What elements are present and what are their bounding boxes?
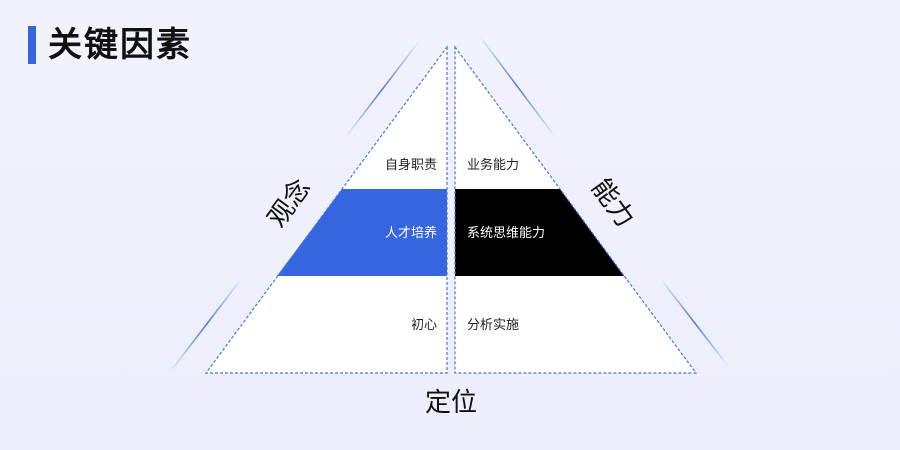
left-band-blue bbox=[277, 189, 447, 276]
decor-line-upper-right bbox=[477, 33, 557, 139]
left-side-label: 观念 bbox=[262, 173, 317, 233]
page-title: 关键因素 bbox=[48, 25, 192, 65]
decor-line-lower-left bbox=[169, 277, 243, 373]
right-side-label: 能力 bbox=[585, 173, 640, 233]
left-cell-middle-label: 人才培养 bbox=[385, 225, 437, 241]
right-cell-top-label: 业务能力 bbox=[467, 157, 519, 173]
right-cell-middle-label: 系统思维能力 bbox=[467, 226, 545, 241]
title-accent-bar bbox=[28, 26, 36, 64]
right-cell-bottom-label: 分析实施 bbox=[467, 318, 519, 333]
right-half-outline bbox=[454, 45, 698, 374]
left-cell-bottom-label: 初心 bbox=[411, 318, 437, 333]
left-half-outline bbox=[204, 45, 448, 374]
bottom-side-label: 定位 bbox=[425, 388, 477, 418]
left-cell-top-label: 自身职责 bbox=[385, 157, 437, 173]
right-band-black bbox=[455, 189, 624, 276]
decor-line-lower-right bbox=[659, 277, 729, 367]
decor-line-upper-left bbox=[344, 39, 421, 139]
